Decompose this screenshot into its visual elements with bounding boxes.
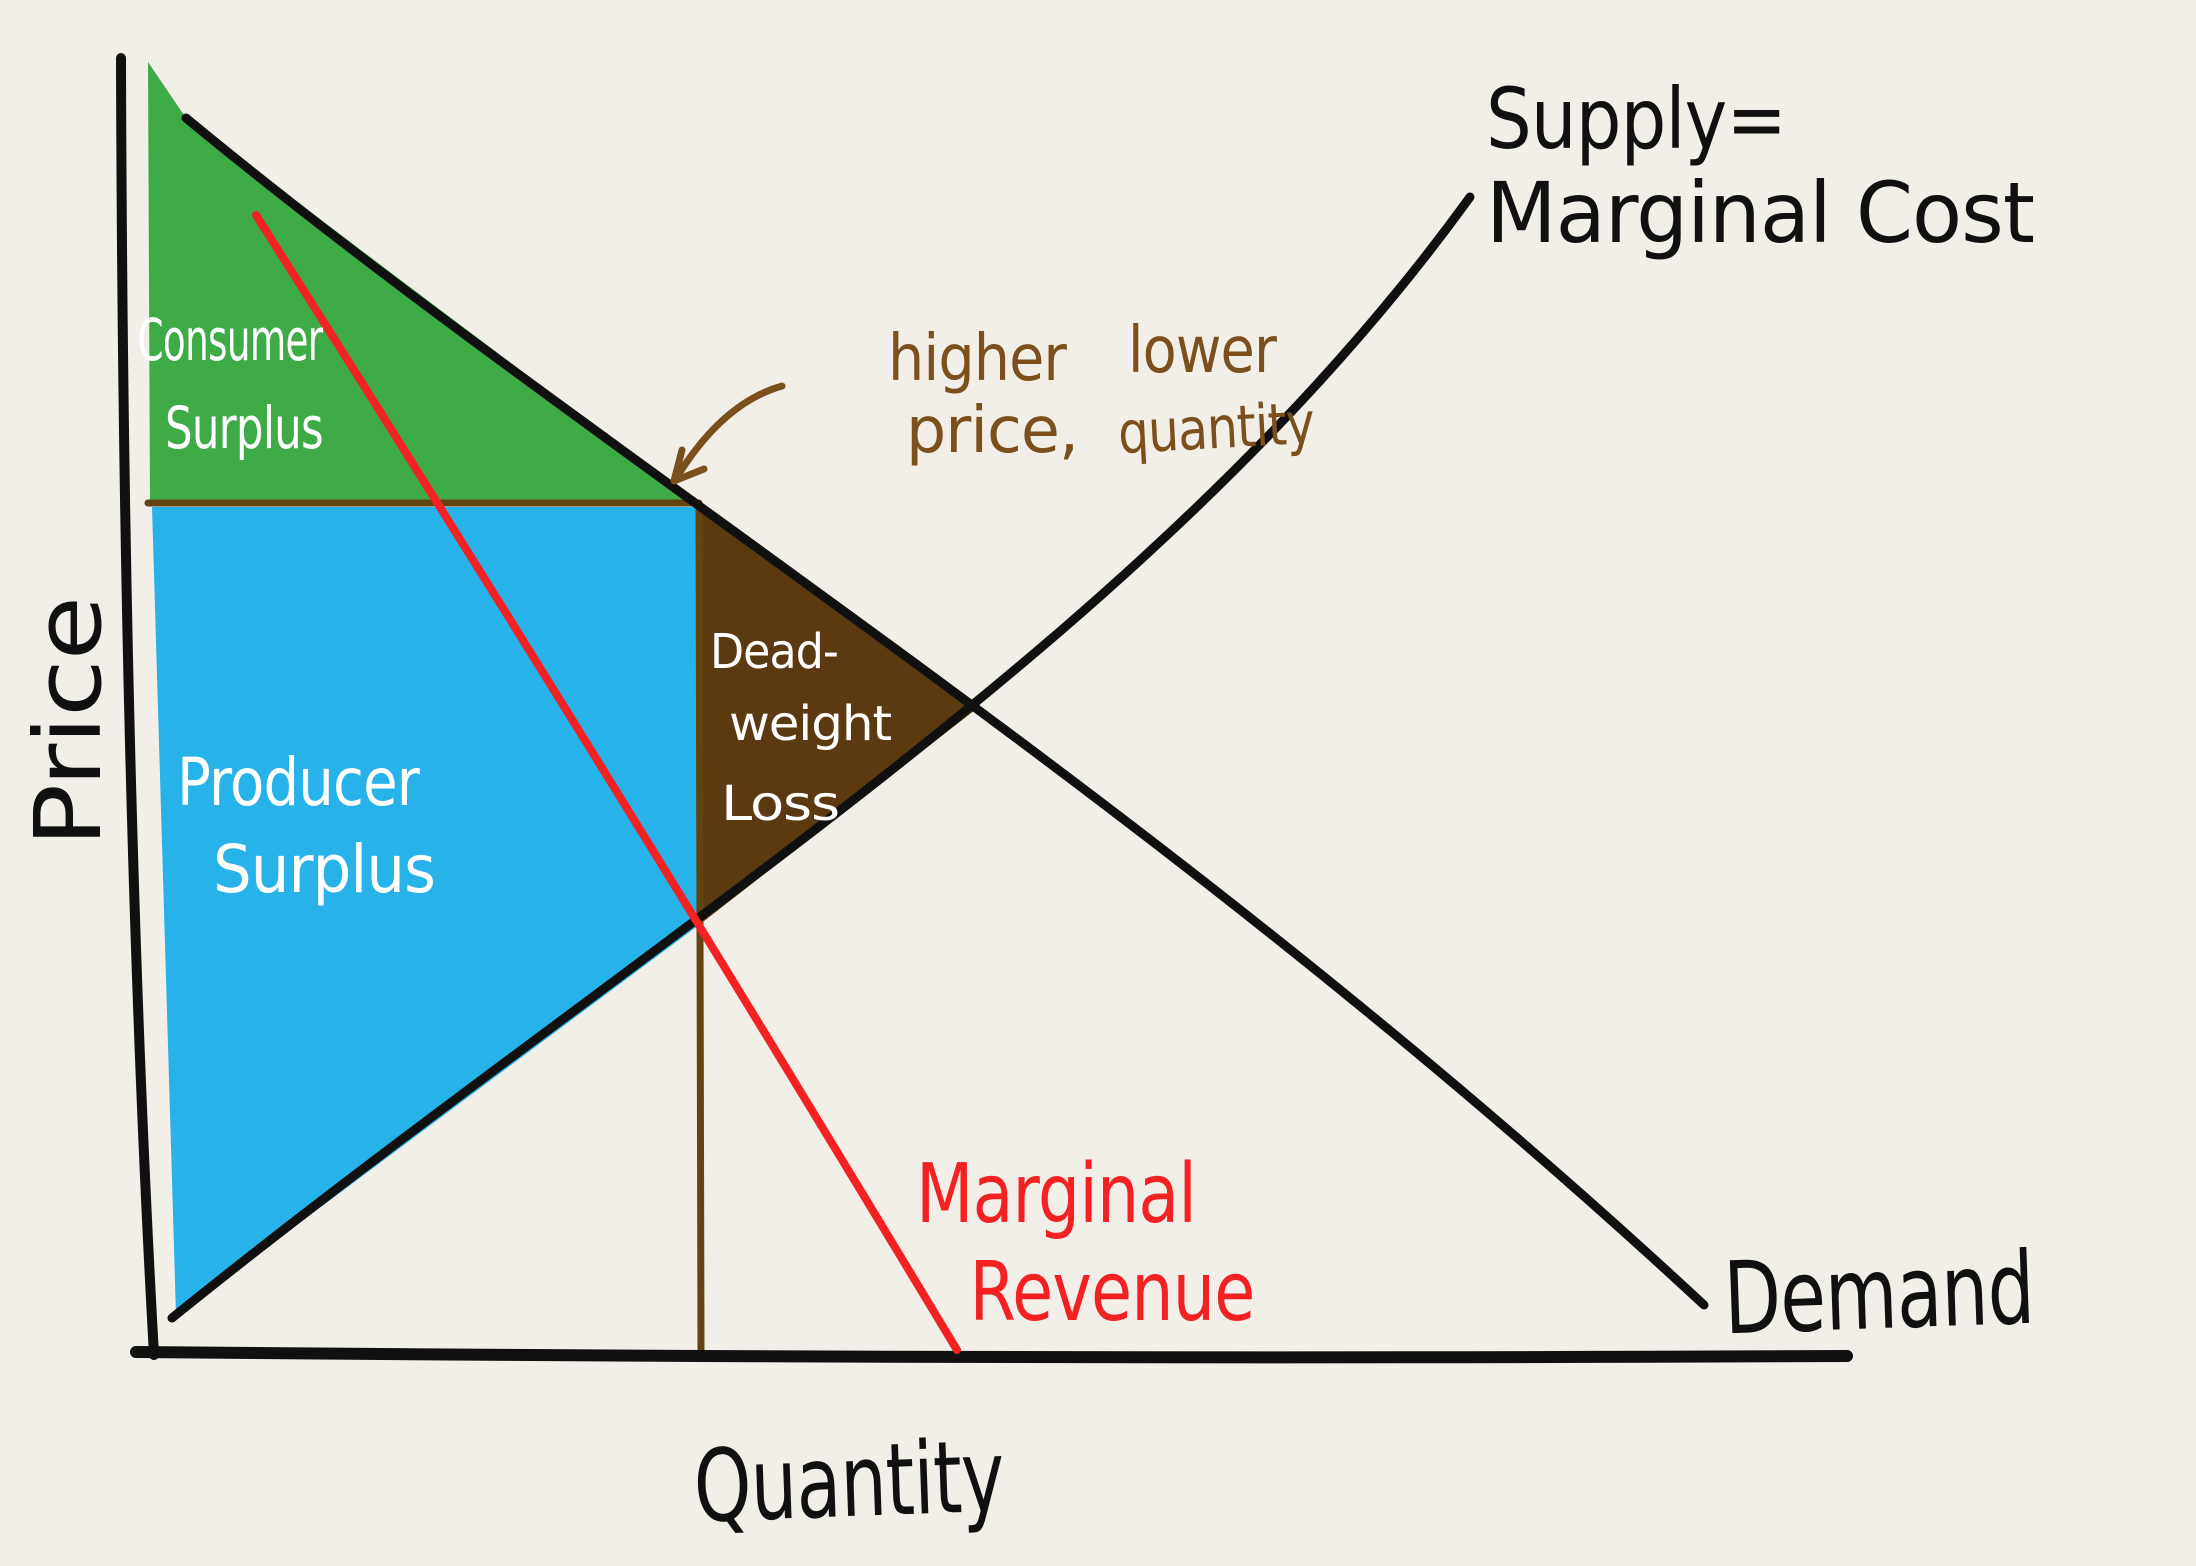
- deadweight-loss-label-line3: Loss: [721, 776, 839, 832]
- marginal-revenue-label-line2: Revenue: [970, 1245, 1255, 1340]
- supply-label-line2: Marginal Cost: [1486, 164, 2034, 262]
- x-axis-label: Quantity: [692, 1418, 1006, 1546]
- supply-line: [167, 192, 1475, 1323]
- marginal-revenue-line: [252, 211, 961, 1354]
- supply-label-line1: Supply=: [1486, 70, 1786, 168]
- producer-surplus-label-line1: Producer: [177, 744, 421, 821]
- demand-label: Demand: [1722, 1230, 2036, 1358]
- annotation-word-higher: higher: [888, 322, 1068, 396]
- annotation-word-price: price,: [906, 394, 1078, 468]
- demand-line: [181, 113, 1709, 1310]
- annotation-arrow: [673, 382, 786, 481]
- annotation-word-quantity: quantity: [1116, 389, 1315, 467]
- deadweight-loss-label-line1: Dead-: [710, 624, 838, 680]
- consumer-surplus-region: [148, 62, 699, 505]
- deadweight-loss-label-line2: weight: [729, 696, 891, 752]
- y-axis-label: Price: [15, 597, 122, 847]
- consumer-surplus-label-line1: Consumer: [138, 306, 324, 374]
- annotation-arrowhead-icon: [670, 446, 708, 485]
- x-axis: [130, 1346, 1853, 1364]
- consumer-surplus-label-line2: Surplus: [165, 394, 323, 462]
- annotation-word-lower: lower: [1128, 314, 1277, 388]
- y-axis: [116, 53, 159, 1360]
- deadweight-loss-region: [699, 505, 975, 925]
- marginal-revenue-label-line1: Marginal: [916, 1147, 1196, 1242]
- producer-surplus-label-line2: Surplus: [213, 831, 435, 908]
